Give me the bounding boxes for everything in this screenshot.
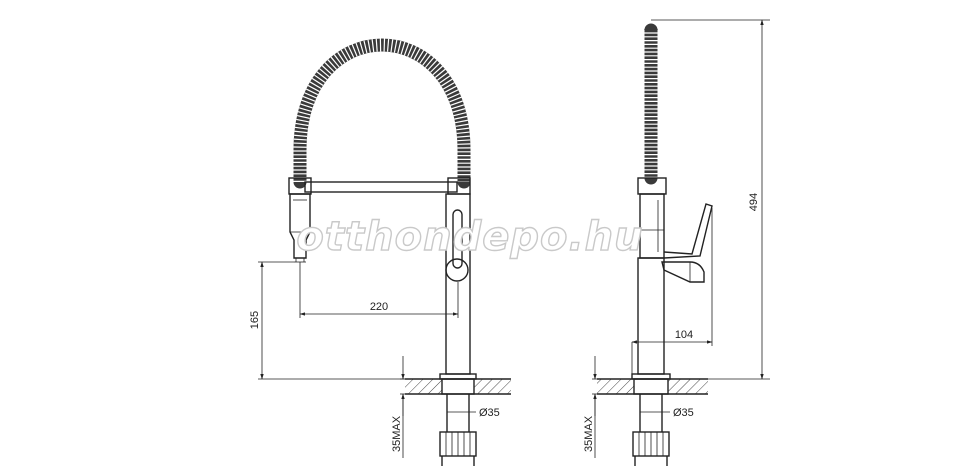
side-shank-assembly (632, 378, 670, 466)
watermark: otthondepo.hu (296, 214, 643, 260)
side-dim-hole-label: Ø35 (673, 407, 694, 419)
front-dim-spray-height: 165 (249, 261, 405, 380)
side-dim-total-height-label: 494 (748, 193, 760, 211)
front-dim-reach: 220 (299, 262, 459, 318)
side-lever-handle (661, 203, 713, 283)
side-dim-deck-max: 35MAX (583, 356, 597, 458)
front-dim-hole: Ø35 (447, 407, 500, 419)
side-base-flange (631, 373, 671, 380)
front-shank-assembly (439, 378, 477, 466)
side-dim-hole: Ø35 (640, 407, 694, 419)
side-spring-hose (644, 23, 658, 185)
front-dim-deck-max: 35MAX (391, 356, 405, 458)
side-view: 494 104 35MAX Ø35 (583, 19, 770, 466)
front-dim-reach-label: 220 (370, 301, 388, 313)
side-dim-deck-max-label: 35MAX (583, 415, 595, 452)
front-dim-spray-height-label: 165 (249, 311, 261, 329)
front-spring-hose (293, 38, 471, 189)
side-dim-lever-offset: 104 (631, 208, 713, 374)
front-dim-hole-label: Ø35 (479, 407, 500, 419)
front-view: 220 165 35MAX Ø35 (249, 38, 511, 466)
side-faucet-body (637, 257, 665, 375)
side-dim-total-height: 494 (651, 19, 770, 380)
front-dim-deck-max-label: 35MAX (391, 415, 403, 452)
front-base-flange (439, 373, 477, 380)
side-dim-lever-offset-label: 104 (675, 329, 693, 341)
front-bridge-arm (304, 181, 458, 193)
front-lever-handle (445, 209, 469, 282)
side-spray-head (639, 193, 665, 259)
front-spray-head (289, 193, 311, 263)
